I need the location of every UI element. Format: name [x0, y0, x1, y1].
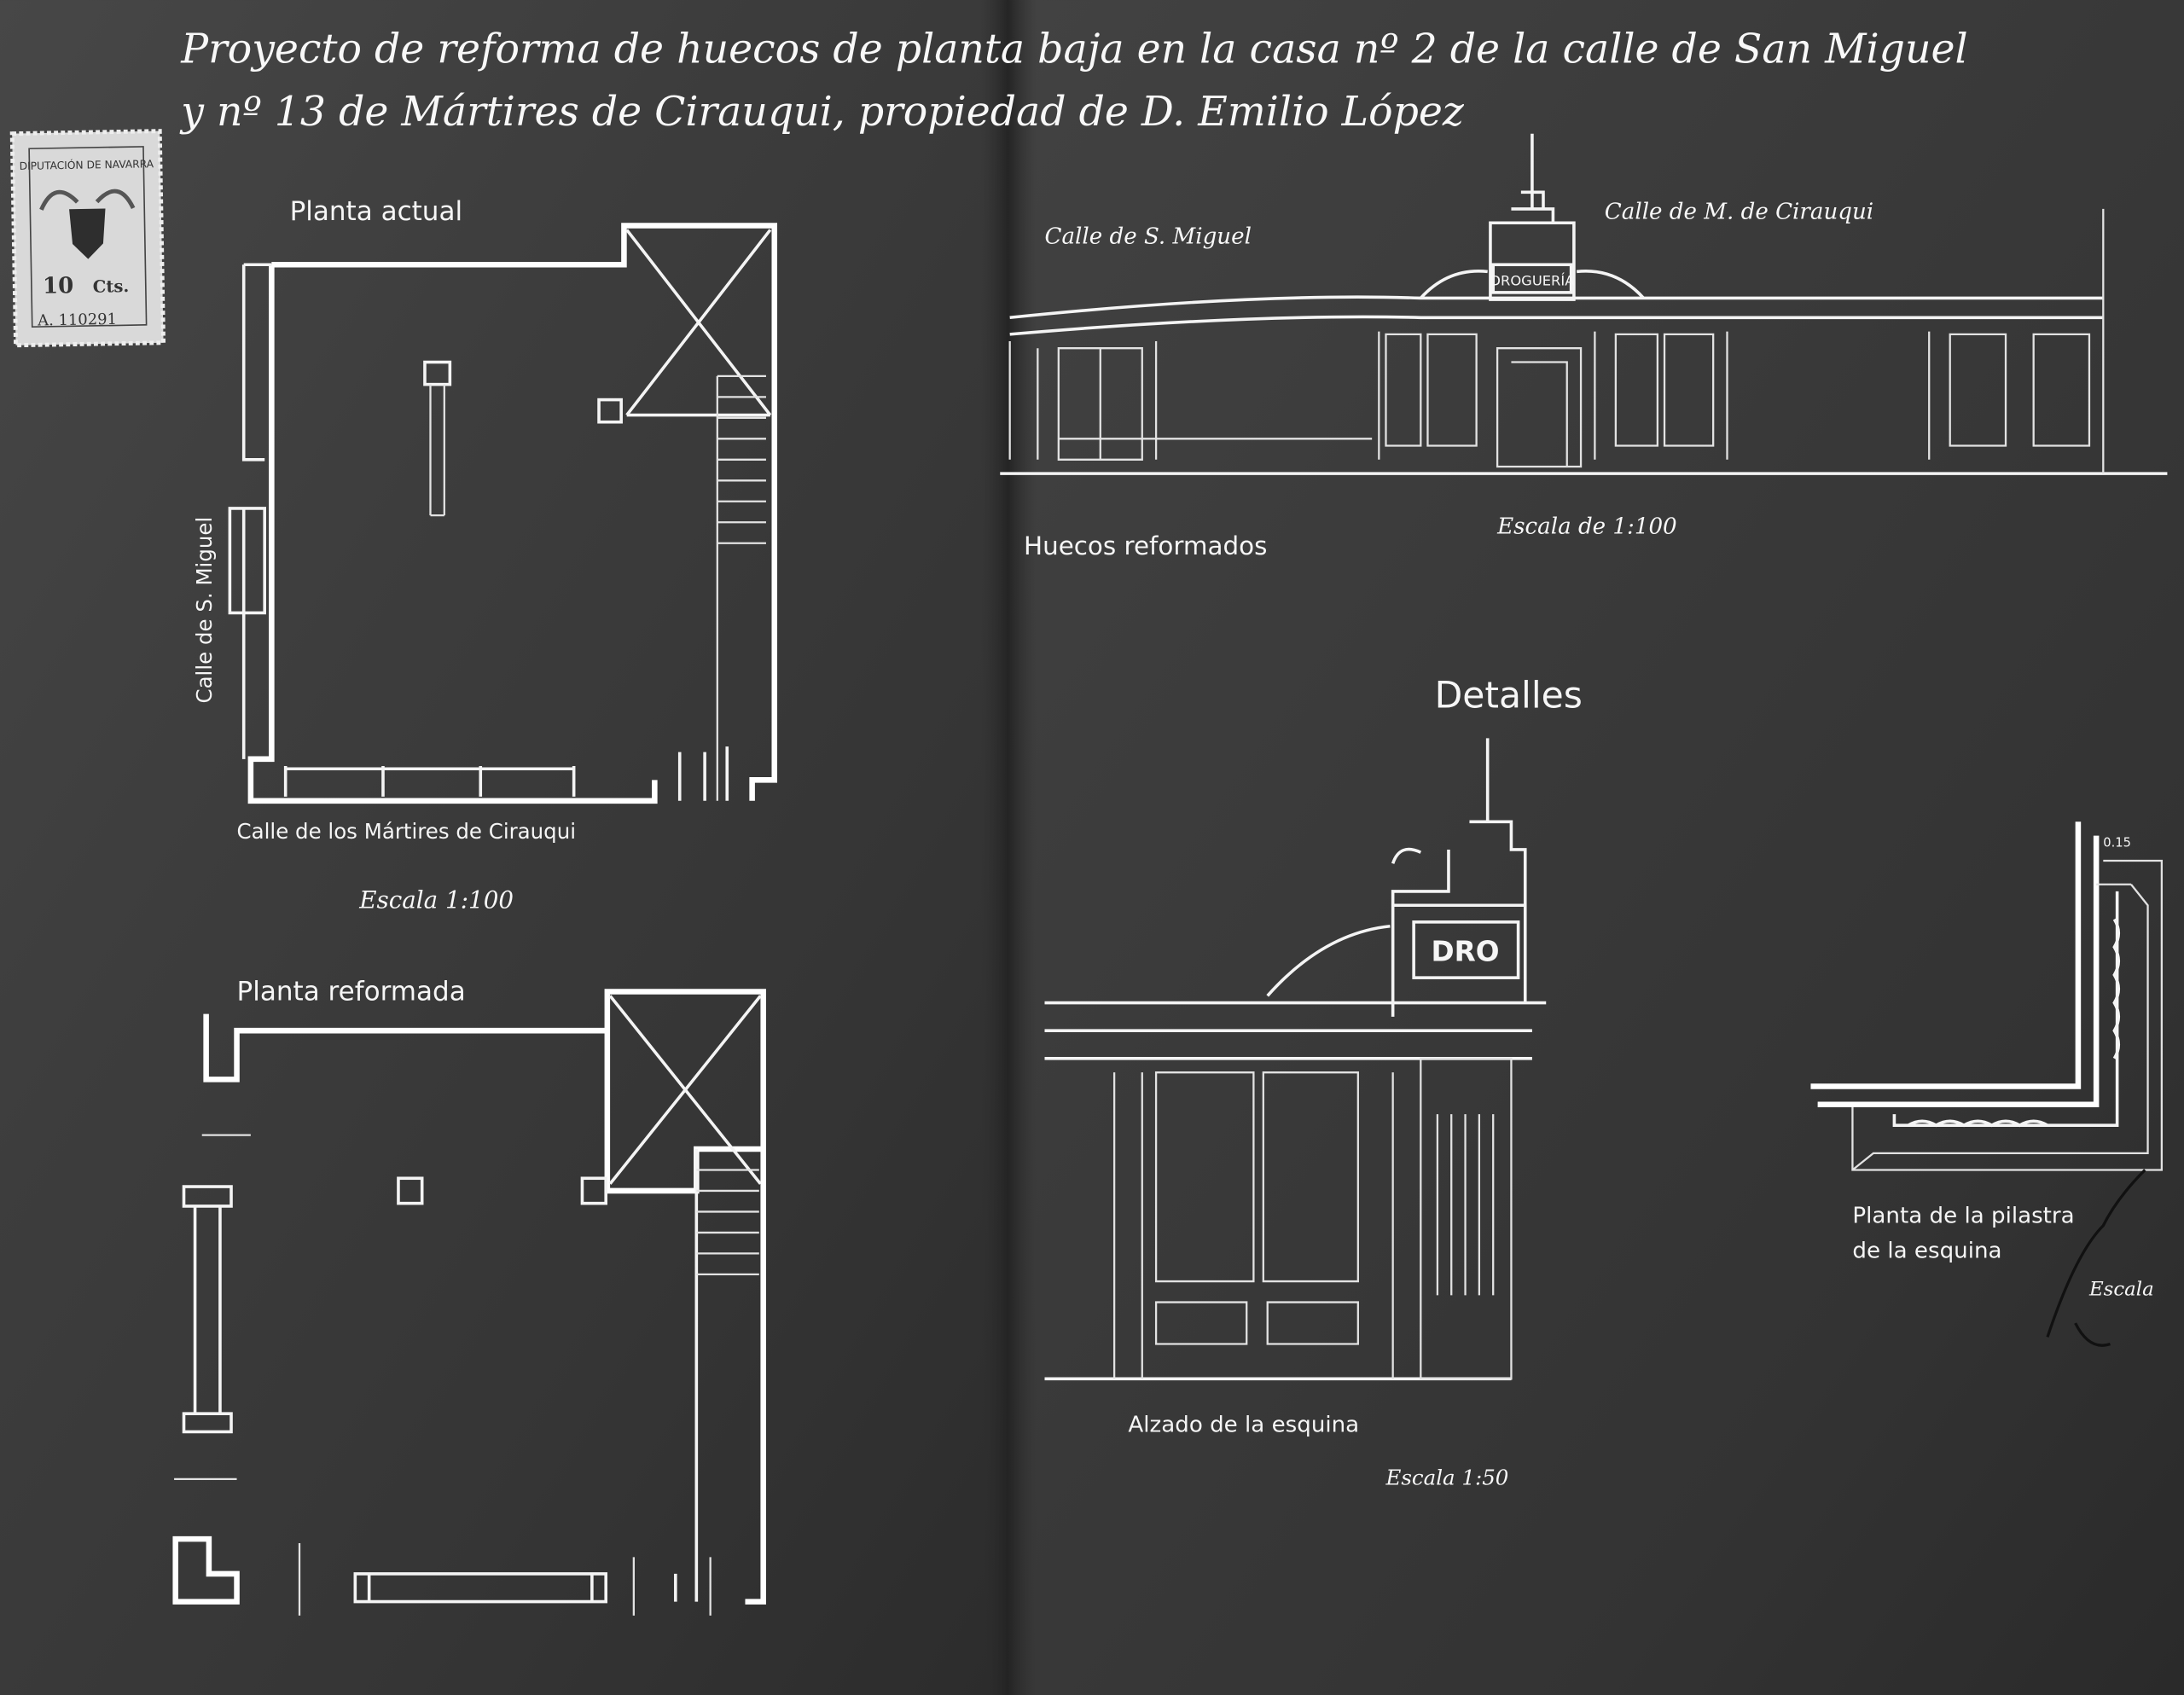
coat-of-arms-icon — [69, 208, 106, 259]
stamp-value: 10 — [43, 272, 74, 299]
pilaster-plan-detail: 0.15 Planta de la pilastra de la esquina… — [1810, 821, 2164, 1347]
pilaster-dimension: 0.15 — [2103, 836, 2131, 850]
plan-actual: Planta actual Calle de S. Miguel Calle d… — [192, 196, 778, 914]
left-page — [0, 0, 1009, 1695]
drogueria-sign — [1491, 263, 1573, 294]
page-fold — [980, 0, 1037, 1695]
elevation-scale: Escala de 1:100 — [1496, 514, 1677, 539]
wings-icon — [39, 189, 136, 211]
column — [597, 398, 623, 424]
street-label-martires: Calle de los Mártires de Cirauqui — [237, 819, 576, 844]
signature — [2046, 1169, 2146, 1347]
elevation-caption: Huecos reformados — [1024, 531, 1267, 560]
column — [423, 360, 452, 386]
title-line-1: Proyecto de reforma de huecos de planta … — [180, 26, 1967, 73]
corner-sign — [1412, 920, 1520, 979]
plan-actual-heading: Planta actual — [290, 196, 463, 227]
corner-elevation-caption: Alzado de la esquina — [1128, 1412, 1359, 1437]
title-line-2: y nº 13 de Mártires de Cirauqui, propied… — [179, 89, 1465, 136]
elevation-street-left: Calle de S. Miguel — [1044, 224, 1251, 250]
drogueria-sign-text: DROGUERÍA — [1490, 273, 1575, 289]
revenue-stamp: DIPUTACIÓN DE NAVARRA 10 Cts. A. 110291 — [9, 129, 166, 348]
plan-reformada-heading: Planta reformada — [237, 976, 466, 1007]
corner-sign-text: DRO — [1432, 936, 1500, 968]
corner-elevation-detail: Detalles DRO Alzado de la esquina Escala… — [1044, 675, 1583, 1489]
pilaster-caption-line-2: de la esquina — [1852, 1238, 2001, 1263]
stamp-serial: A. 110291 — [37, 311, 117, 330]
street-label-san-miguel: Calle de S. Miguel — [192, 517, 217, 704]
right-page — [1008, 0, 2184, 1695]
plan-reformada: Planta reformada — [172, 976, 766, 1616]
stamp-unit: Cts. — [93, 276, 130, 297]
pilaster-scale: Escala — [2088, 1278, 2154, 1300]
elevation-street-right: Calle de M. de Cirauqui — [1605, 199, 1873, 224]
plan-actual-walls — [247, 223, 778, 804]
corner-elevation-scale: Escala 1:50 — [1385, 1465, 1508, 1489]
stamp-issuer: DIPUTACIÓN DE NAVARRA — [20, 157, 154, 172]
pilaster-caption-line-1: Planta de la pilastra — [1852, 1204, 2074, 1229]
details-heading: Detalles — [1435, 675, 1583, 717]
column — [580, 1176, 607, 1205]
facade-elevation: Calle de S. Miguel Calle de M. de Cirauq… — [1000, 133, 2168, 560]
plan-actual-scale: Escala 1:100 — [358, 886, 514, 914]
column — [397, 1176, 424, 1205]
